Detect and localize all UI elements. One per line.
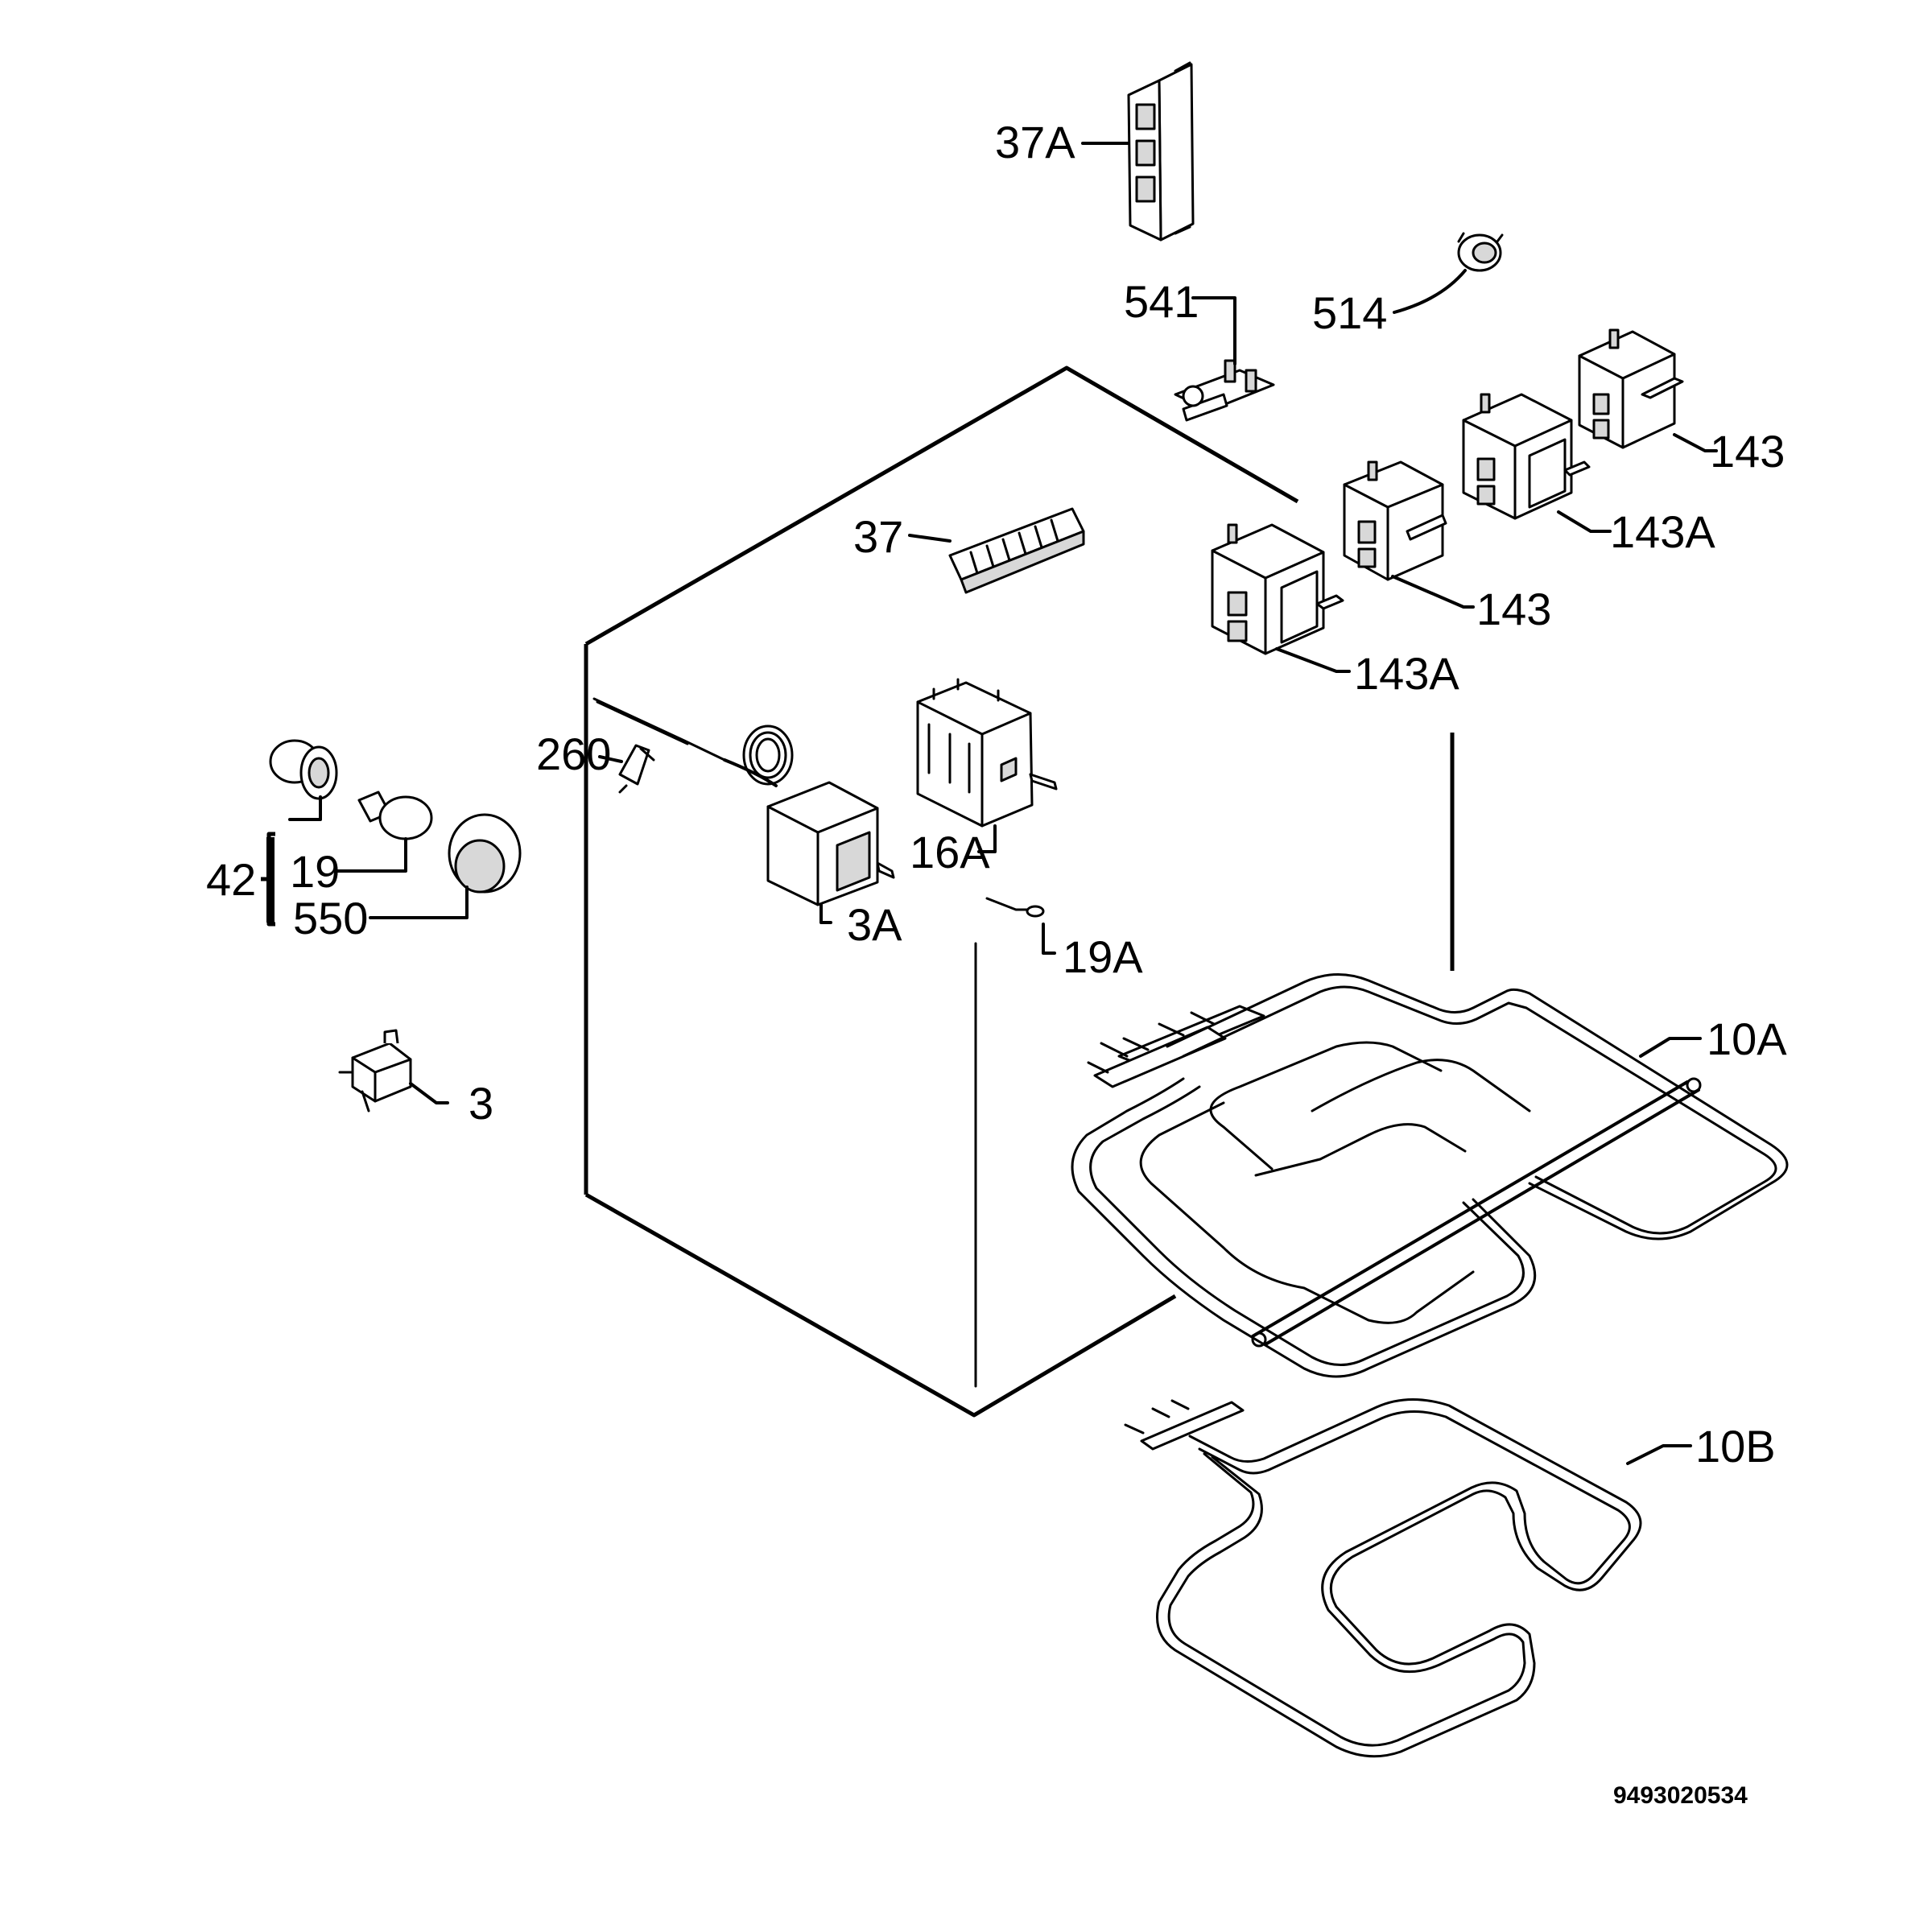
switch-143-mid [1343,460,1447,581]
drawing-code: 9493020534 [1613,1782,1748,1809]
label-42: 42 [206,854,256,905]
label-143-mid: 143 [1476,584,1551,634]
thermal-cutout-3 [338,1029,412,1113]
lamp-holder-42 [269,739,338,800]
terminal-block-37a [1127,61,1195,242]
label-10a: 10A [1707,1013,1787,1064]
heating-element-10b [1124,1398,1642,1758]
label-19a: 19A [1063,931,1143,982]
door-switch-541 [1174,359,1275,422]
grommet-514 [1457,232,1504,272]
lamp-wire-19a [985,897,1045,918]
label-143a-upper: 143A [1610,506,1715,557]
oven-cabinet-outline [584,365,1455,1418]
label-16a: 16A [910,827,990,877]
switch-143a-lower [1211,523,1344,655]
heating-element-10a [1071,973,1789,1378]
label-541: 541 [1124,276,1199,327]
bulb-19 [357,791,433,840]
label-19: 19 [290,846,340,897]
clip-260 [618,744,655,794]
label-37: 37 [853,511,903,562]
label-37a: 37A [995,117,1075,167]
label-3a: 3A [847,899,902,950]
label-550: 550 [293,893,368,943]
lamp-cover-550 [448,813,522,894]
label-143-top: 143 [1710,426,1785,477]
label-260: 260 [536,729,611,779]
switch-143a-upper [1462,393,1591,520]
label-514: 514 [1312,287,1387,338]
selector-switch-16a [916,678,1058,828]
switch-143-top [1578,328,1684,449]
label-10b: 10B [1695,1421,1776,1472]
thermostat-3a [592,697,895,906]
label-143a-lower: 143A [1354,648,1459,699]
label-3: 3 [469,1078,493,1129]
terminal-block-37 [948,507,1085,594]
